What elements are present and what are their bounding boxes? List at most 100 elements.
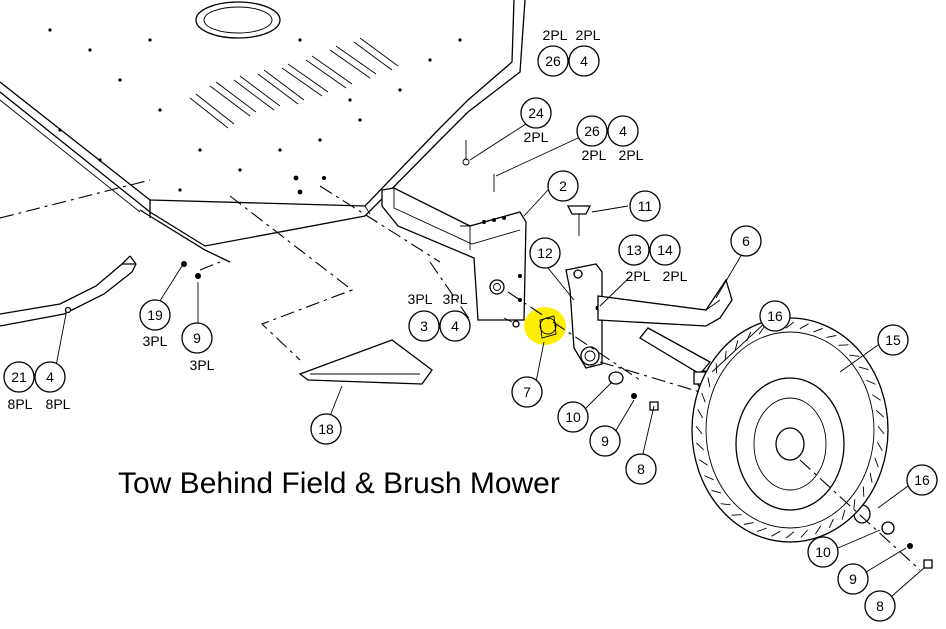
callout-4: 4 <box>607 115 639 147</box>
skid-wedge <box>298 339 433 385</box>
tread-mark <box>758 325 765 335</box>
svg-text:4: 4 <box>451 318 459 334</box>
qty-label: 2PL <box>582 147 607 163</box>
callout-18: 18 <box>310 413 342 445</box>
svg-text:14: 14 <box>657 242 673 258</box>
diagram-caption: Tow Behind Field & Brush Mower <box>118 467 560 500</box>
tread-mark <box>697 408 703 419</box>
tire-wheel <box>691 317 889 543</box>
tread-mark <box>874 457 879 468</box>
callout-19: 19 <box>139 299 171 331</box>
tread-mark <box>800 529 808 538</box>
svg-text:4: 4 <box>619 123 627 139</box>
callout-11: 11 <box>629 190 661 222</box>
svg-text:15: 15 <box>885 332 901 348</box>
svg-text:4: 4 <box>46 369 54 385</box>
callouts: 26 4 24 26 4 2 11 12 13 14 6 3 4 19 9 21… <box>3 45 938 622</box>
tread-mark <box>696 442 705 451</box>
callout-4: 4 <box>439 310 471 342</box>
callout-4: 4 <box>34 361 66 393</box>
svg-text:16: 16 <box>914 472 930 488</box>
tread-mark <box>734 340 739 351</box>
svg-text:11: 11 <box>638 198 653 214</box>
qty-label: 2PL <box>543 27 568 43</box>
frame-rail <box>0 255 137 327</box>
qty-label: 8PL <box>8 396 33 412</box>
svg-text:9: 9 <box>849 571 857 587</box>
callout-13: 13 <box>618 234 650 266</box>
svg-text:19: 19 <box>147 307 163 323</box>
callout-15: 15 <box>877 324 909 356</box>
tread-mark <box>704 475 714 481</box>
callout-7: 7 <box>511 376 543 408</box>
qty-label: 2PL <box>619 147 644 163</box>
callout-2: 2 <box>547 170 579 202</box>
tread-mark <box>711 489 722 494</box>
svg-text:6: 6 <box>742 233 750 249</box>
qty-label: 2PL <box>626 268 651 284</box>
svg-text:9: 9 <box>601 433 609 449</box>
tread-mark <box>699 459 708 466</box>
tread-mark <box>877 441 883 452</box>
tread-mark <box>785 321 795 329</box>
svg-text:3: 3 <box>420 318 428 334</box>
svg-text:12: 12 <box>537 245 553 261</box>
svg-text:16: 16 <box>767 308 783 324</box>
qty-label: 2PL <box>663 268 688 284</box>
callout-16: 16 <box>759 300 791 332</box>
svg-text:26: 26 <box>584 123 600 139</box>
callout-8: 8 <box>625 453 657 485</box>
tread-mark <box>813 327 823 333</box>
callout-3: 3 <box>408 310 440 342</box>
tread-mark <box>875 409 884 418</box>
svg-text:10: 10 <box>815 544 831 560</box>
qty-label: 3PL <box>408 291 433 307</box>
qty-label: 3PL <box>143 333 168 349</box>
leader-lines <box>55 119 925 597</box>
tread-mark <box>731 514 742 516</box>
tread-mark <box>853 499 856 510</box>
qty-label: 3PL <box>190 357 215 373</box>
tread-mark <box>866 379 876 385</box>
callout-21: 21 <box>3 361 35 393</box>
svg-text:8: 8 <box>876 598 884 614</box>
tread-mark <box>785 531 795 539</box>
tread-mark <box>771 530 781 537</box>
svg-text:21: 21 <box>11 369 27 385</box>
tread-mark <box>695 425 703 435</box>
tread-mark <box>858 366 869 371</box>
tread-mark <box>838 344 849 346</box>
callout-12: 12 <box>529 237 561 269</box>
qty-label: 2PL <box>576 27 601 43</box>
svg-text:4: 4 <box>580 53 588 69</box>
svg-text:26: 26 <box>545 53 561 69</box>
tread-mark <box>757 527 767 533</box>
tread-mark <box>743 522 754 525</box>
svg-text:13: 13 <box>626 242 642 258</box>
callout-9: 9 <box>589 425 621 457</box>
qty-label: 2PL <box>524 129 549 145</box>
callout-10: 10 <box>557 401 589 433</box>
tread-mark <box>724 350 727 361</box>
tread-mark <box>877 425 885 435</box>
tread-mark <box>869 472 873 483</box>
svg-text:9: 9 <box>193 330 201 346</box>
tread-mark <box>828 518 834 529</box>
tread-mark <box>815 525 822 535</box>
svg-text:2: 2 <box>559 178 567 194</box>
callout-26: 26 <box>537 45 569 77</box>
arm <box>597 278 733 327</box>
tread-mark <box>701 392 706 403</box>
callout-4: 4 <box>568 45 600 77</box>
tread-mark <box>841 509 846 520</box>
pivot-plate <box>565 263 603 369</box>
tread-mark <box>720 503 731 506</box>
svg-text:8: 8 <box>637 461 645 477</box>
callout-6: 6 <box>730 225 762 257</box>
callout-26: 26 <box>576 115 608 147</box>
svg-text:24: 24 <box>528 105 544 121</box>
callout-16: 16 <box>906 464 938 496</box>
tread-mark <box>849 354 860 357</box>
mower-deck <box>0 0 526 263</box>
